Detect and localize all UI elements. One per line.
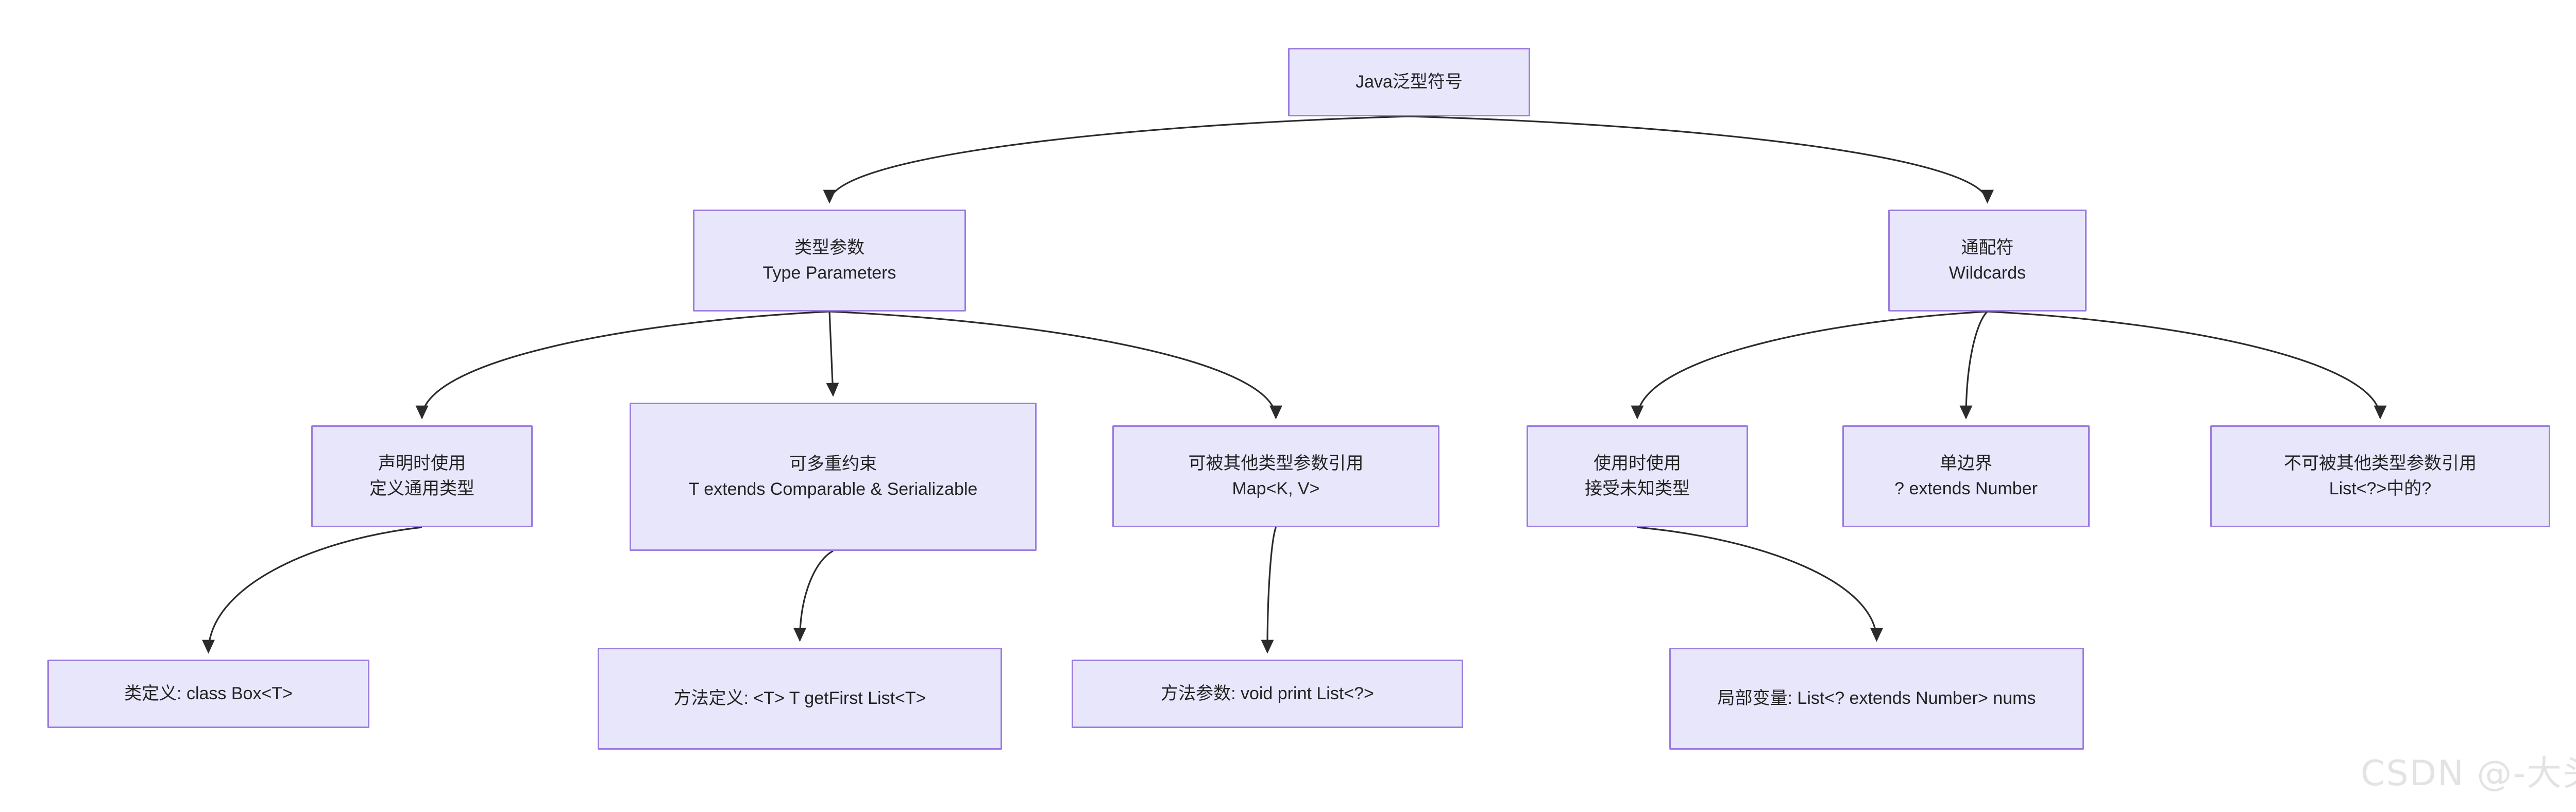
node-not-referenced-by-others[interactable]: 不可被其他类型参数引用 List<?>中的?: [2210, 425, 2550, 527]
node-referenced-by-others[interactable]: 可被其他类型参数引用 Map<K, V>: [1112, 425, 1439, 527]
edge-wildcards-to-use-time-usage: [1631, 310, 1988, 420]
node-root-line-1: Java泛型符号: [1355, 72, 1463, 92]
edge-wildcards-to-not-referenced-by-others: [1987, 310, 2387, 420]
edge-referenced-by-others-to-method-parameter: [1261, 527, 1277, 654]
node-multi-bound[interactable]: 可多重约束 T extends Comparable & Serializable: [630, 403, 1037, 551]
edge-paths: [202, 115, 2387, 654]
node-not-referenced-by-others-line-2: List<?>中的?: [2329, 479, 2432, 498]
node-local-variable[interactable]: 局部变量: List<? extends Number> nums: [1669, 648, 2084, 750]
node-root[interactable]: Java泛型符号: [1288, 48, 1530, 116]
node-class-definition-line-1: 类定义: class Box<T>: [124, 683, 293, 703]
node-method-parameter-line-1: 方法参数: void print List<?>: [1161, 683, 1374, 703]
node-use-time-usage[interactable]: 使用时使用接受未知类型: [1527, 425, 1748, 527]
node-declare-usage[interactable]: 声明时使用定义通用类型: [311, 425, 533, 527]
node-single-bound-line-1: 单边界: [1940, 453, 1992, 473]
node-declare-usage-line-1: 声明时使用: [378, 453, 466, 473]
node-type-parameters-line-2: Type Parameters: [762, 263, 896, 283]
edge-type-parameters-to-declare-usage: [415, 310, 830, 420]
edge-declare-usage-to-class-definition: [202, 526, 422, 654]
node-type-parameters[interactable]: 类型参数 Type Parameters: [693, 210, 966, 312]
node-method-definition-line-1: 方法定义: <T> T getFirst List<T>: [673, 688, 926, 709]
node-single-bound-line-2: ? extends Number: [1894, 479, 2038, 498]
node-referenced-by-others-line-2: Map<K, V>: [1232, 479, 1320, 498]
node-type-parameters-line-1: 类型参数: [794, 237, 865, 257]
node-wildcards-line-1: 通配符: [1961, 237, 2014, 257]
node-method-definition[interactable]: 方法定义: <T> T getFirst List<T>: [598, 648, 1002, 750]
edge-wildcards-to-single-bound: [1959, 310, 1988, 420]
node-wildcards[interactable]: 通配符 Wildcards: [1888, 210, 2087, 312]
node-use-time-usage-line-1: 使用时使用: [1594, 453, 1681, 473]
csdn-watermark: CSDN @-大头: [2360, 753, 2576, 794]
node-wildcards-line-2: Wildcards: [1948, 263, 2026, 283]
node-local-variable-line-1: 局部变量: List<? extends Number> nums: [1717, 688, 2036, 709]
node-multi-bound-line-1: 可多重约束: [789, 454, 877, 474]
node-use-time-usage-line-2: 接受未知类型: [1585, 479, 1690, 498]
node-single-bound[interactable]: 单边界 ? extends Number: [1842, 425, 2090, 527]
node-method-parameter[interactable]: 方法参数: void print List<?>: [1072, 660, 1463, 728]
node-multi-bound-line-2: T extends Comparable & Serializable: [688, 479, 978, 499]
node-not-referenced-by-others-line-1: 不可被其他类型参数引用: [2284, 453, 2477, 473]
edge-multi-bound-to-method-definition: [793, 550, 834, 642]
edge-type-parameters-to-referenced-by-others: [829, 310, 1282, 420]
edge-root-to-type-parameters: [823, 115, 1410, 204]
edge-root-to-wildcards: [1409, 115, 1994, 204]
edge-use-time-usage-to-local-variable: [1637, 526, 1883, 642]
node-declare-usage-line-2: 定义通用类型: [369, 479, 474, 498]
node-class-definition[interactable]: 类定义: class Box<T>: [47, 660, 369, 728]
node-referenced-by-others-line-1: 可被其他类型参数引用: [1188, 453, 1364, 473]
edge-type-parameters-to-multi-bound: [826, 311, 839, 397]
